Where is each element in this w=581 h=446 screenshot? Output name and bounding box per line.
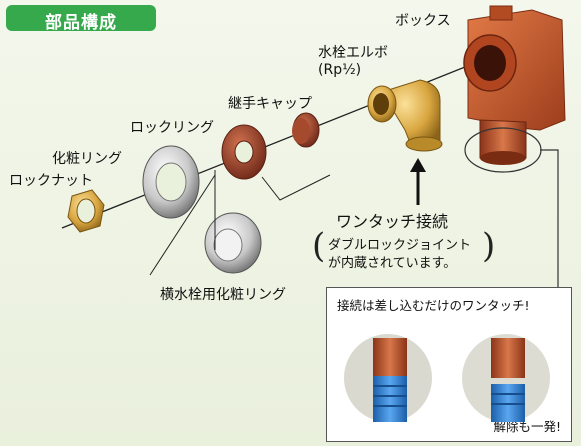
inset-release-caption: 解除も一発! <box>493 419 561 434</box>
horizontal-faucet-ring-part <box>204 212 262 274</box>
joint-cap-part <box>292 112 320 148</box>
lock-ring-part <box>221 124 267 180</box>
inset-connector-line <box>540 149 559 287</box>
label-faucet-elbow-1: 水栓エルボ <box>318 45 388 61</box>
label-faucet-elbow-2: (Rp½) <box>318 62 362 78</box>
section-title: 部品構成 <box>45 13 117 33</box>
one-touch-inset: 接続は差し込むだけのワンタッチ! 解除も一発! <box>326 287 572 442</box>
inset-caption: 接続は差し込むだけのワンタッチ! <box>337 298 530 313</box>
label-lock-ring: ロックリング <box>130 120 214 136</box>
leader-line-2 <box>149 174 216 276</box>
one-touch-note-2: が内蔵されています。 <box>328 256 457 271</box>
box-part <box>463 5 566 165</box>
one-touch-note-1: ダブルロックジョイント <box>328 238 472 253</box>
label-box: ボックス <box>395 13 451 29</box>
label-decorative-ring: 化粧リング <box>52 151 122 167</box>
faucet-elbow-part <box>367 79 443 152</box>
one-touch-title: ワンタッチ接続 <box>336 212 449 231</box>
lock-nut-part <box>67 189 105 233</box>
decorative-ring-part <box>142 145 200 219</box>
up-arrow-head <box>410 158 426 172</box>
label-joint-cap: 継手キャップ <box>228 96 312 112</box>
leader-line-3 <box>261 174 331 201</box>
left-paren: ( <box>312 226 326 266</box>
label-horizontal-faucet-ring: 横水栓用化粧リング <box>160 287 286 303</box>
section-title-badge: 部品構成 <box>6 5 156 33</box>
label-lock-nut: ロックナット <box>9 173 93 189</box>
right-paren: ) <box>482 226 496 266</box>
